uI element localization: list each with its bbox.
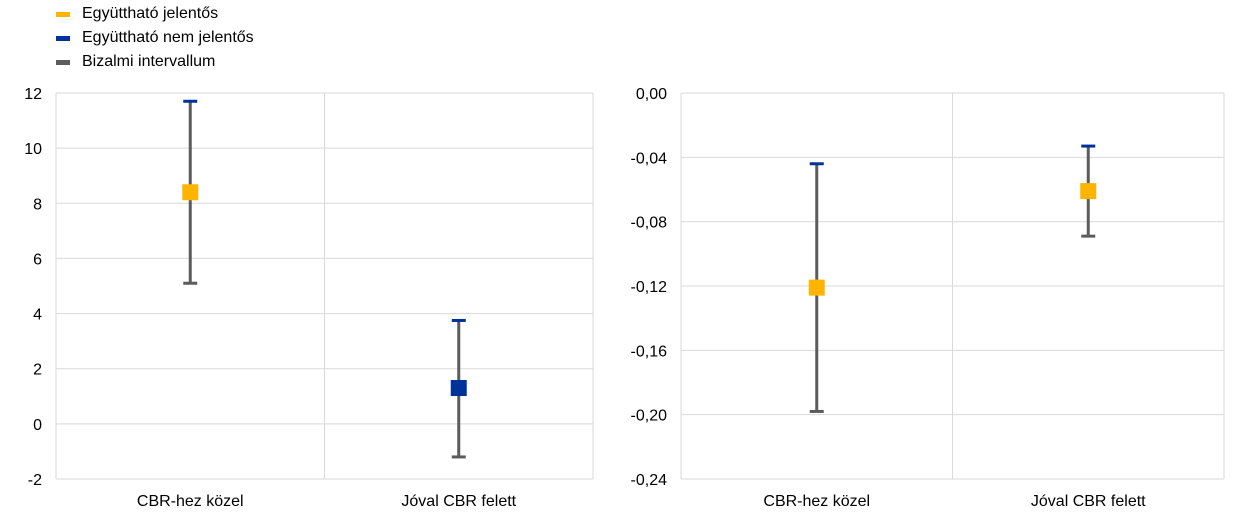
- right-point-1: [1080, 183, 1097, 200]
- legend-swatch-not-significant: [56, 35, 70, 41]
- left-ytick-label-3: 4: [33, 307, 42, 324]
- right-ytick-label-4: -0,08: [631, 215, 668, 232]
- legend-item-confidence-interval: Bizalmi intervallum: [56, 50, 254, 74]
- legend-label-significant: Együttható jelentős: [82, 5, 219, 22]
- left-ytick-label-6: 10: [24, 141, 42, 158]
- left-ytick-label-5: 8: [33, 196, 42, 213]
- right-xtick-label-1: Jóval CBR felett: [1031, 493, 1146, 510]
- legend-swatch-significant: [56, 11, 70, 17]
- left-ytick-label-1: 0: [33, 417, 42, 434]
- left-ytick-label-7: 12: [24, 86, 42, 103]
- left-ytick-label-0: -2: [28, 472, 42, 489]
- right-ytick-label-2: -0,16: [631, 343, 668, 360]
- legend-item-significant: Együttható jelentős: [56, 2, 254, 26]
- right-xtick-label-0: CBR-hez közel: [763, 493, 870, 510]
- left-ytick-label-2: 2: [33, 362, 42, 379]
- right-ytick-label-0: -0,24: [631, 472, 668, 489]
- left-xtick-label-0: CBR-hez közel: [137, 493, 244, 510]
- right-point-0: [808, 279, 825, 296]
- legend-swatch-confidence-interval: [56, 59, 70, 65]
- right-ytick-label-5: -0,04: [631, 150, 668, 167]
- left-xtick-label-1: Jóval CBR felett: [401, 493, 516, 510]
- left-point-1: [450, 380, 467, 397]
- right-ytick-label-6: 0,00: [636, 86, 667, 103]
- right-ytick-label-3: -0,12: [631, 279, 668, 296]
- legend-label-not-significant: Együttható nem jelentős: [82, 29, 254, 46]
- right-ytick-label-1: -0,20: [631, 408, 668, 425]
- legend: Együttható jelentős Együttható nem jelen…: [56, 2, 254, 74]
- left-ytick-label-4: 6: [33, 251, 42, 268]
- legend-item-not-significant: Együttható nem jelentős: [56, 26, 254, 50]
- legend-label-confidence-interval: Bizalmi intervallum: [82, 53, 216, 70]
- left-point-0: [182, 184, 199, 201]
